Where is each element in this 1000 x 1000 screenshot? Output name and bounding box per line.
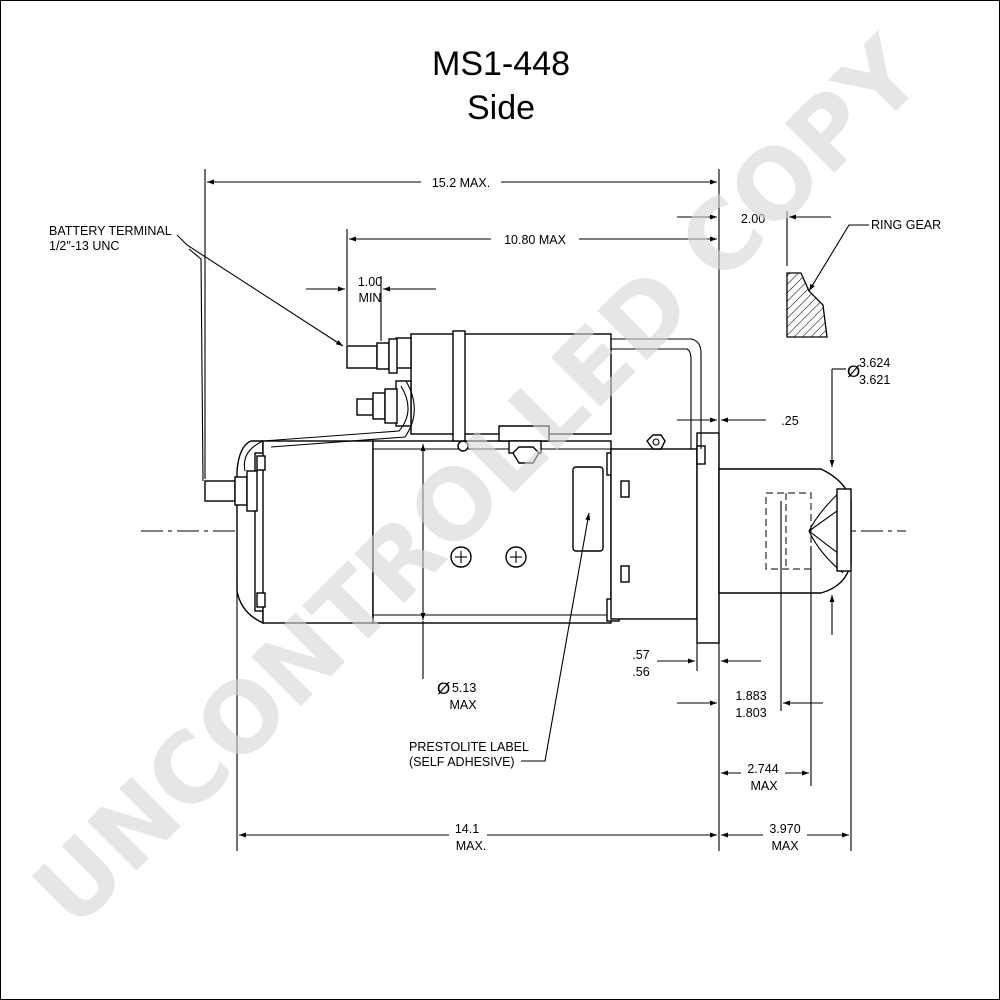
dim-3-621: 3.621 (859, 373, 890, 387)
extension-lines (204, 169, 852, 851)
dim-25: .25 (781, 414, 798, 428)
dim-3-970: 3.970 (769, 822, 800, 836)
drawing-subtitle: Side (467, 89, 535, 127)
dim-57: .57 (632, 648, 649, 662)
dia-symbol-body: Ø (437, 679, 450, 698)
leader-lines (176, 224, 869, 762)
dim-2-744: 2.744 (747, 762, 778, 776)
dim-overall-length: 15.2 MAX. (432, 176, 490, 190)
dim-1-803: 1.803 (735, 706, 766, 720)
dia-symbol-pinion: Ø (847, 362, 860, 381)
dim-2-00: 2.00 (741, 212, 765, 226)
callout-prestolite-label: PRESTOLITE LABEL (409, 740, 529, 754)
dim-3-970-unit: MAX (771, 839, 799, 853)
starter-motor-outline (204, 330, 852, 644)
dim-14-1: 14.1 (455, 822, 479, 836)
callout-battery-terminal-thread: 1/2"-13 UNC (49, 239, 119, 253)
dimension-lines (207, 179, 849, 838)
drawing-title: MS1-448 (432, 45, 570, 83)
callout-self-adhesive: (SELF ADHESIVE) (409, 755, 515, 769)
dim-2-744-unit: MAX (750, 779, 778, 793)
dim-3-624: 3.624 (859, 356, 890, 370)
dim-5-13: 5.13 (452, 681, 476, 695)
callout-battery-terminal: BATTERY TERMINAL (49, 224, 172, 238)
callout-ring-gear: RING GEAR (871, 218, 941, 232)
dim-5-13-unit: MAX (449, 698, 477, 712)
ring-gear-section (786, 272, 828, 338)
dim-14-1-unit: MAX. (456, 839, 487, 853)
dim-1-883: 1.883 (735, 689, 766, 703)
dim-10-80: 10.80 MAX (504, 233, 567, 247)
dim-1-00-value: 1.00 (358, 275, 382, 289)
dim-56: .56 (632, 665, 649, 679)
dim-1-00-unit: MIN (359, 291, 382, 305)
